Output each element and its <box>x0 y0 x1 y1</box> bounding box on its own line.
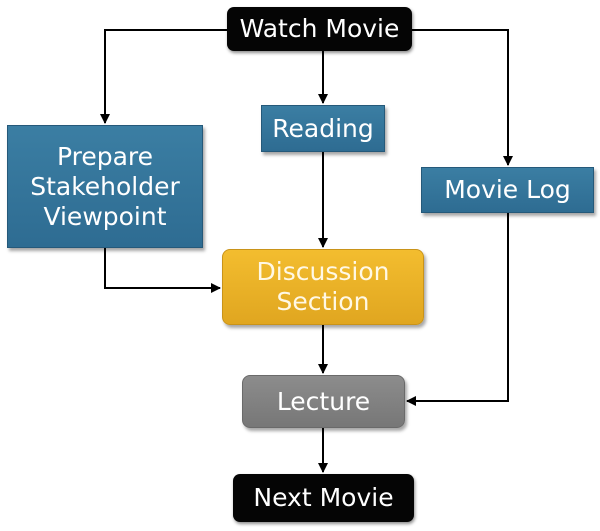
node-movie-log-label: Movie Log <box>444 175 571 204</box>
node-reading-label: Reading <box>272 113 374 143</box>
node-lecture: Lecture <box>242 375 405 428</box>
node-watch-movie-label: Watch Movie <box>239 14 400 43</box>
node-movie-log: Movie Log <box>421 167 594 213</box>
node-discussion-section: Discussion Section <box>222 249 424 325</box>
edge-watch-to-prepare <box>100 29 227 124</box>
edge-movielog-to-lecture <box>406 213 509 406</box>
node-reading: Reading <box>261 105 385 152</box>
node-discussion-label: Discussion Section <box>256 257 390 316</box>
node-next-movie-label: Next Movie <box>253 483 394 512</box>
node-prepare-stakeholder-viewpoint: Prepare Stakeholder Viewpoint <box>7 125 203 248</box>
edge-prepare-to-discussion <box>104 248 221 293</box>
node-prepare-label: Prepare Stakeholder Viewpoint <box>30 141 180 231</box>
node-lecture-label: Lecture <box>276 386 371 416</box>
node-next-movie: Next Movie <box>233 474 414 522</box>
node-watch-movie: Watch Movie <box>227 7 412 51</box>
edge-watch-to-movielog <box>412 29 513 166</box>
